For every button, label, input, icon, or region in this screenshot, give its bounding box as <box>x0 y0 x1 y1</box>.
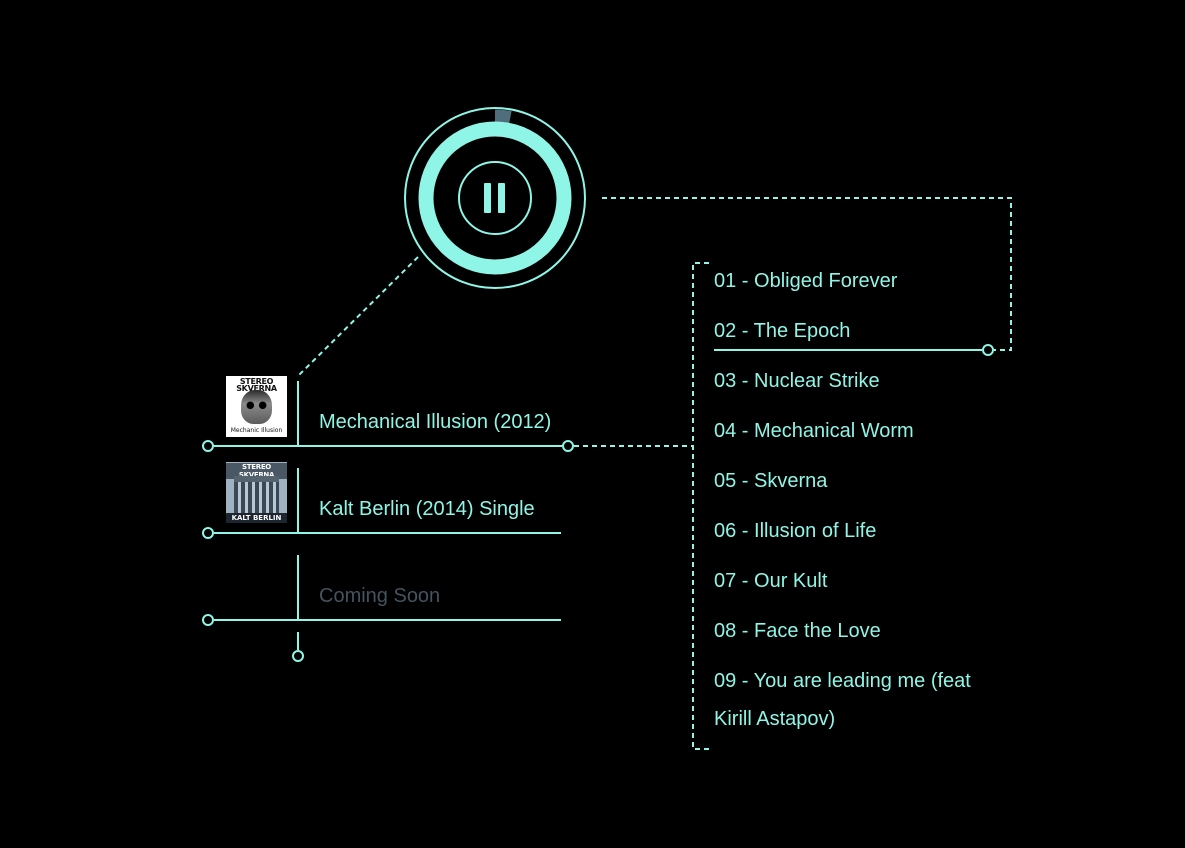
progress-ring <box>404 107 586 289</box>
play-pause-button[interactable] <box>404 107 586 289</box>
node-timeline-end <box>292 650 304 662</box>
cover-face-image <box>241 390 272 424</box>
track-item[interactable]: 07 - Our Kult <box>714 570 828 592</box>
album-title-coming-soon: Coming Soon <box>319 585 441 607</box>
track-item[interactable]: 05 - Skverna <box>714 470 828 492</box>
cover-sub-text: Mechanic Illusion <box>230 427 283 434</box>
cover-band-text: STEREO SKVERNA <box>226 463 287 479</box>
track-item[interactable]: 08 - Face the Love <box>714 620 881 642</box>
album-cover-mechanical-illusion[interactable]: STEREO SKVERNA Mechanic Illusion <box>226 376 287 437</box>
album-cover-kalt-berlin[interactable]: STEREO SKVERNA KALT BERLIN <box>226 462 287 523</box>
node-active-track <box>982 344 994 356</box>
progress-arc <box>406 109 584 287</box>
node-album-1-right <box>562 440 574 452</box>
track-item[interactable]: 01 - Obliged Forever <box>714 270 898 292</box>
cover-gate-image <box>234 476 279 516</box>
tracklist-bracket <box>692 262 709 750</box>
track-item[interactable]: 03 - Nuclear Strike <box>714 370 880 392</box>
track-item[interactable]: 09 - You are leading me (feat Kirill Ast… <box>714 670 971 730</box>
pause-icon <box>484 183 505 213</box>
album-title-mechanical-illusion[interactable]: Mechanical Illusion (2012) <box>319 411 552 433</box>
node-album-1-left <box>202 440 214 452</box>
player-track-link <box>602 197 1012 351</box>
cover-sub-text: KALT BERLIN <box>226 513 287 523</box>
album-title-kalt-berlin[interactable]: Kalt Berlin (2014) Single <box>319 498 535 520</box>
track-item[interactable]: 04 - Mechanical Worm <box>714 420 914 442</box>
cover-band-text: STEREO SKVERNA <box>236 377 277 393</box>
player-album-link <box>297 256 419 377</box>
node-album-3-left <box>202 614 214 626</box>
track-item-active[interactable]: 02 - The Epoch <box>714 320 851 342</box>
node-album-2-left <box>202 527 214 539</box>
track-item[interactable]: 06 - Illusion of Life <box>714 520 877 542</box>
